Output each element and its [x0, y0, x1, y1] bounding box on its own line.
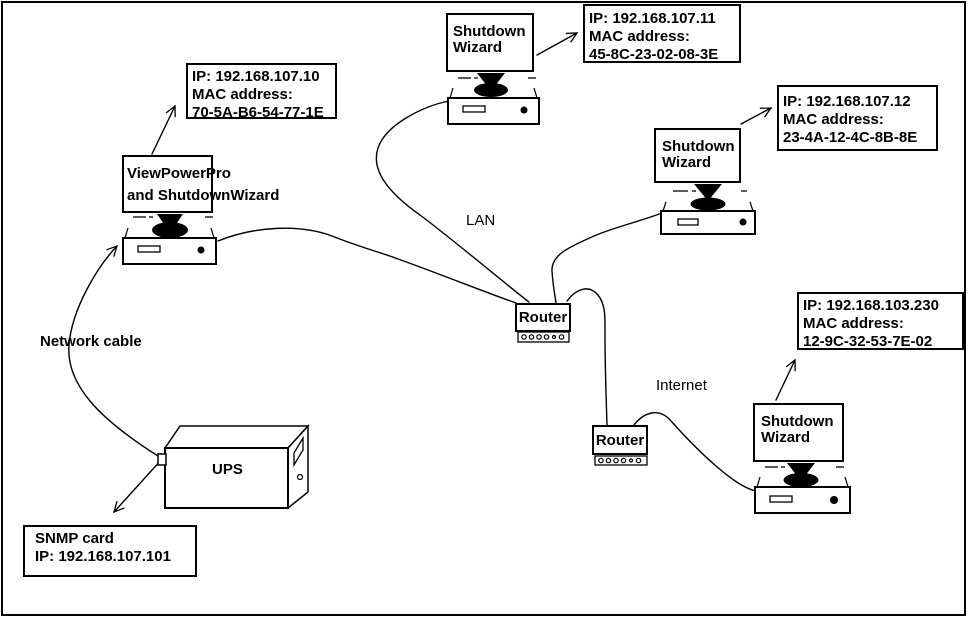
monitor-shutdown-bottom: Shutdown Wizard	[753, 403, 844, 462]
mac-value-line: 70-5A-B6-54-77-1E	[192, 104, 324, 121]
monitor-shutdown-right: Shutdown Wizard	[654, 128, 741, 183]
address-box-viewpowerpro: IP: 192.168.107.10 MAC address: 70-5A-B6…	[186, 63, 337, 121]
cable-router2-to-pc4	[633, 412, 756, 492]
monitor-stand-base	[690, 197, 726, 211]
mac-label-line: MAC address:	[783, 111, 884, 128]
computer-shutdown-bottom-hardware	[754, 463, 851, 514]
monitor-stand-base	[152, 222, 188, 238]
ups-indicator	[296, 473, 304, 481]
address-box-shutdown-right: IP: 192.168.107.12 MAC address: 23-4A-12…	[777, 85, 938, 151]
computer-viewpowerpro-hardware	[122, 214, 217, 265]
ip-line: IP: 192.168.107.11	[589, 10, 716, 27]
monitor-stand-base	[474, 83, 508, 97]
network-cable-label: Network cable	[40, 333, 142, 350]
ip-line: IP: 192.168.107.12	[783, 93, 911, 110]
cable-pc3-to-router1	[551, 212, 663, 304]
monitor-label-line: and ShutdownWizard	[127, 187, 280, 204]
monitor-viewpowerpro: ViewPowerPro and ShutdownWizard	[122, 155, 280, 213]
ups-front-face	[164, 447, 289, 509]
drive-slot	[462, 105, 486, 113]
router1-ports	[517, 331, 570, 343]
monitor-label-line: Wizard	[453, 39, 503, 56]
power-button	[197, 246, 205, 254]
snmp-card-connector	[157, 453, 167, 466]
arrow-pc3-to-address	[740, 107, 773, 125]
router1-label: Router	[518, 309, 568, 326]
mac-label-line: MAC address:	[803, 315, 904, 332]
router1-box: Router	[515, 303, 571, 332]
ip-line: IP: 192.168.107.10	[192, 68, 320, 85]
snmp-ip-line: IP: 192.168.107.101	[35, 548, 171, 565]
monitor-label-line: ViewPowerPro	[127, 165, 231, 182]
drive-slot	[137, 245, 161, 253]
power-button	[830, 496, 838, 504]
ups-label: UPS	[212, 461, 243, 478]
ups-vent	[293, 435, 304, 468]
monitor-stand	[787, 463, 815, 481]
monitor-label-line: Wizard	[662, 154, 712, 171]
network-cable-curve	[68, 244, 159, 457]
arrow-pc2-to-address	[536, 32, 579, 56]
arrow-pc1-to-address	[151, 104, 176, 155]
system-unit	[660, 210, 756, 235]
monitor-label-line: Shutdown	[662, 138, 735, 155]
mac-label-line: MAC address:	[192, 86, 293, 103]
drive-slot	[769, 495, 793, 503]
snmp-card-box: SNMP card IP: 192.168.107.101	[23, 525, 197, 577]
power-button	[520, 106, 528, 114]
address-box-shutdown-top: IP: 192.168.107.11 MAC address: 45-8C-23…	[583, 4, 741, 63]
router2-box: Router	[592, 425, 648, 455]
monitor-stand	[477, 73, 505, 91]
internet-label: Internet	[656, 377, 707, 394]
mac-value-line: 23-4A-12-4C-8B-8E	[783, 129, 918, 146]
cables	[68, 32, 796, 514]
monitor-label-line: Wizard	[761, 429, 811, 446]
router2-label: Router	[595, 431, 645, 449]
cable-router1-to-router2	[566, 288, 608, 426]
cable-pc2-to-router1-lan	[375, 100, 530, 303]
ip-line: IP: 192.168.103.230	[803, 297, 939, 314]
drive-slot	[677, 218, 699, 226]
snmp-card-arrow	[113, 458, 163, 514]
mac-value-line: 12-9C-32-53-7E-02	[803, 333, 933, 350]
monitor-shutdown-top: Shutdown Wizard	[446, 13, 534, 72]
ups-top-face	[163, 425, 310, 449]
router2-ports	[594, 455, 648, 466]
mac-label-line: MAC address:	[589, 28, 690, 45]
lan-label: LAN	[466, 212, 496, 229]
address-box-shutdown-bottom: IP: 192.168.103.230 MAC address: 12-9C-3…	[797, 292, 964, 350]
cable-pc1-to-router1	[217, 227, 517, 304]
ups-hardware	[157, 424, 310, 510]
monitor-label-line: Shutdown	[761, 413, 834, 430]
monitor-stand-base	[783, 473, 819, 487]
computer-shutdown-top-hardware	[447, 73, 540, 125]
computer-shutdown-right-hardware	[660, 184, 756, 235]
mac-value-line: 45-8C-23-02-08-3E	[589, 46, 719, 63]
arrow-pc4-to-address	[775, 358, 796, 401]
monitor-stand	[694, 184, 722, 201]
power-button	[739, 218, 747, 226]
snmp-line: SNMP card	[35, 530, 114, 547]
monitor-label-line: Shutdown	[453, 23, 526, 40]
